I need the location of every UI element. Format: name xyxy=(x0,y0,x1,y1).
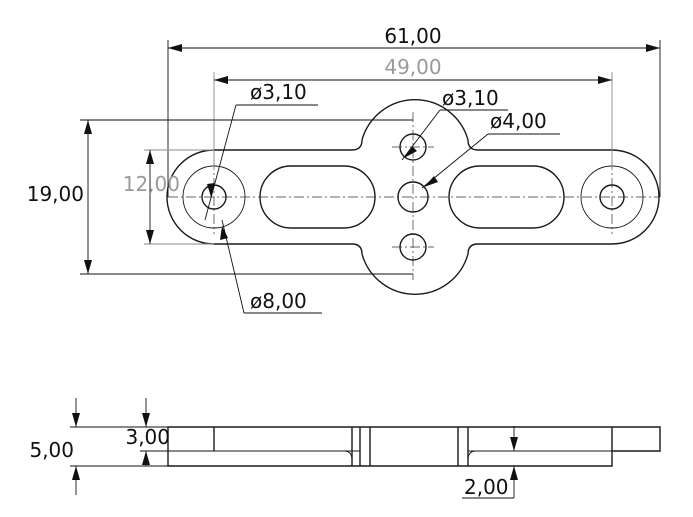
dim-3-arrow-bottom xyxy=(142,451,150,465)
dim-61-arrow-left xyxy=(168,44,182,52)
leader-left-hole xyxy=(204,104,237,221)
dim-12-arrow-bottom xyxy=(146,230,154,244)
dim-overall-length: 61,00 xyxy=(384,24,441,48)
dim-end-hole-dia: ø3,10 xyxy=(250,80,307,104)
dim-plate-thickness: 2,00 xyxy=(464,475,509,499)
dim-5-arrow-top xyxy=(72,413,80,427)
dim-19-arrow-bottom xyxy=(84,260,92,274)
dim-center-hole-large-dia: ø4,00 xyxy=(490,109,547,133)
top-view: 61,00 49,00 19,00 12,00 ø3,10 ø3,10 xyxy=(27,24,661,314)
dim-center-hole-dia: ø3,10 xyxy=(442,86,499,110)
side-left-chamfer xyxy=(343,450,353,461)
dim-end-boss-dia: ø8,00 xyxy=(250,289,307,313)
dim-flange-thickness: 3,00 xyxy=(125,425,170,449)
side-view: 5,00 3,00 2,00 xyxy=(29,398,661,499)
dim-total-thickness: 5,00 xyxy=(29,438,74,462)
leader-center-hole-arrow xyxy=(404,146,417,158)
dim-end-height: 12,00 xyxy=(123,172,180,196)
dim-2-arrow-bottom xyxy=(510,466,518,480)
dim-49-arrow-right xyxy=(598,76,612,84)
leader-left-hole-arrow xyxy=(207,183,215,197)
dim-3-arrow-top xyxy=(142,413,150,427)
dim-12-arrow-top xyxy=(146,150,154,164)
part-outline xyxy=(166,98,660,296)
dim-hole-spacing: 49,00 xyxy=(384,55,441,79)
dim-19-arrow-top xyxy=(84,120,92,134)
dim-61-arrow-right xyxy=(646,44,660,52)
dim-overall-height: 19,00 xyxy=(27,182,84,206)
leader-center-large-hole-arrow xyxy=(424,176,438,187)
side-plate-outline xyxy=(167,426,661,467)
leader-boss-arrow xyxy=(220,226,228,240)
side-right-chamfer xyxy=(467,450,477,461)
dim-2-arrow-top xyxy=(510,437,518,451)
dim-49-arrow-left xyxy=(214,76,228,84)
dim-5-arrow-bottom xyxy=(72,466,80,480)
